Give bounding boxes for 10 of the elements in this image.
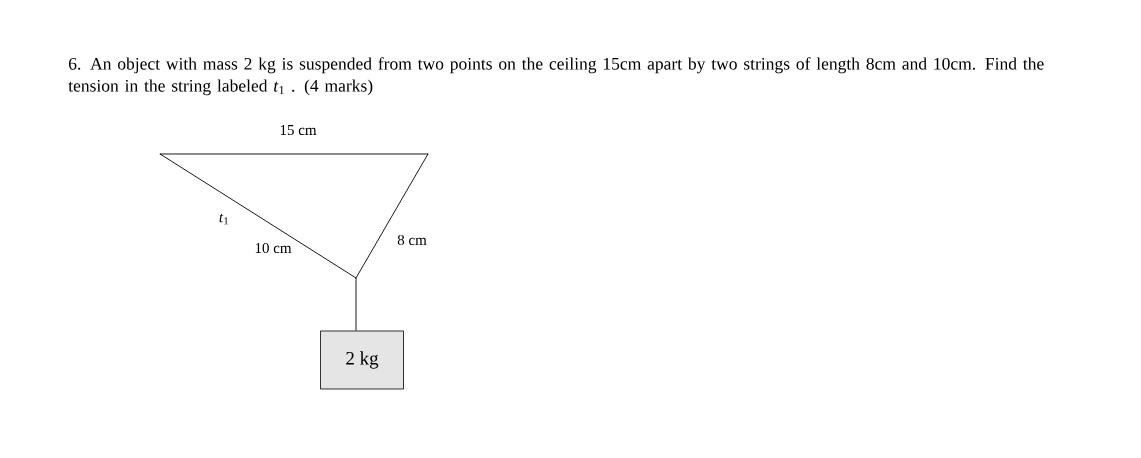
ceiling-line	[159, 153, 429, 155]
dimension-label: 15 cm	[280, 125, 317, 135]
string-label: t$_{1}$	[219, 213, 228, 225]
string-line	[355, 277, 357, 332]
string-line	[159, 153, 357, 279]
dimension-label: 8 cm	[397, 234, 427, 246]
question-text: 6. An object with mass 2 kg is suspended from two points on the ceiling 15cm apart by two strings of length 8cm and 10cm. Find the tension in the string labeled t$_{1}$ . (4 marks)	[68, 57, 1044, 96]
dimension-label: 10 cm	[255, 242, 292, 254]
string-line	[355, 153, 429, 279]
mass-box: 2 kg	[320, 330, 404, 390]
